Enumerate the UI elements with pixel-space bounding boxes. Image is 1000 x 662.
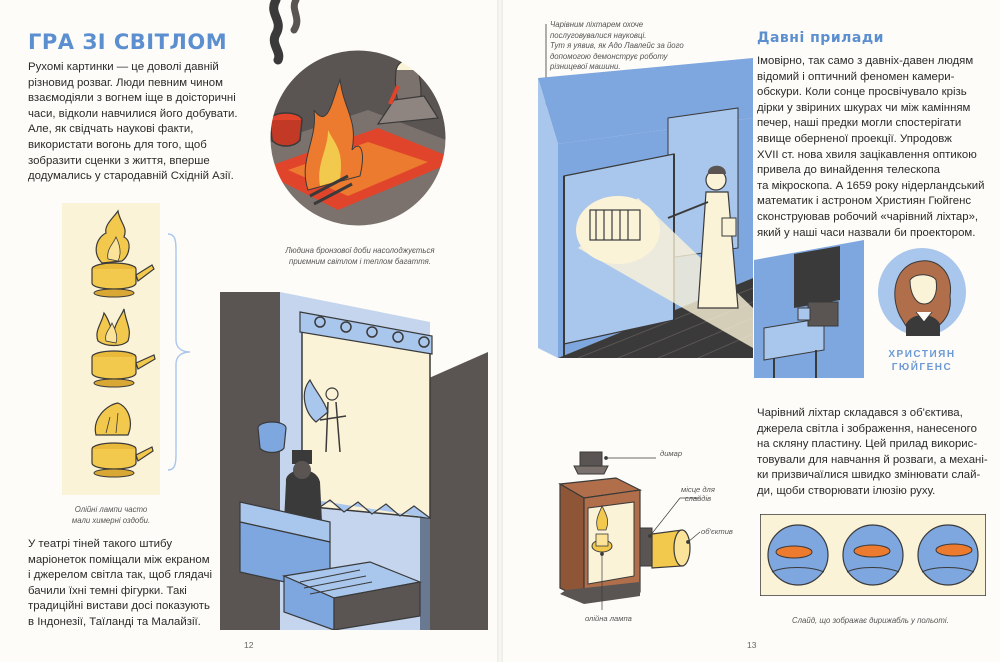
shadow-theatre-paragraph: У театрі тіней такого штибу маріонеток п…	[28, 537, 238, 631]
camera-obscura-paragraph: Імовірно, так само з давніх-давен людям …	[757, 54, 989, 241]
text-line: XVII ст. нова хвиля зацікавлення оптикою	[757, 148, 977, 161]
oil-lamp-icon	[91, 209, 155, 298]
text-line: математик і астроном Християн Гюйгенс	[757, 195, 972, 208]
text-line: часи, відколи навчилися його добувати.	[28, 107, 238, 120]
text-line: У театрі тіней такого штибу	[28, 538, 173, 550]
text-line: явище оберненої проекції. Упродовж	[757, 132, 952, 145]
page-title: ГРА ЗІ СВІТЛОМ	[28, 30, 228, 54]
text-line: відомий і оптичний феномен камери-	[757, 70, 955, 83]
label-oil-lamp: олійна лампа	[585, 614, 632, 623]
oil-lamps-panel	[62, 203, 160, 495]
label-line: слайдів	[684, 494, 712, 503]
text-line: зобразити сценки з життя, вперше	[28, 154, 210, 167]
text-line: і джерелом світла так, щоб глядачі	[28, 569, 213, 582]
bronze-age-illustration	[269, 0, 447, 227]
lovelace-lantern-illustration	[538, 58, 753, 358]
caption-line: Людина бронзової доби насолоджується	[285, 246, 435, 255]
text-line: взаємодіяли з вогнем іще в доісторичні	[28, 92, 236, 105]
text-line: різновид розваг. Люди певним чином	[28, 76, 223, 89]
text-line: додумались у стародавній Східній Азії.	[28, 170, 234, 183]
slide-frame	[917, 524, 979, 586]
text-line: та мікроскопа. А 1659 року нідерландськи…	[757, 179, 985, 192]
oil-lamps-illustration	[91, 209, 156, 478]
bracket-line	[167, 233, 191, 471]
text-line: на скляну пластину. Цей прилад викорис-	[757, 438, 978, 451]
huygens-lantern-illustration	[754, 240, 864, 378]
text-line: ди, щоби створювати ілюзію руху.	[757, 484, 936, 497]
text-line: дірки у звіриних шкурах чи між камінням	[757, 101, 971, 114]
slide-frame	[842, 524, 904, 586]
book-gutter	[497, 0, 503, 662]
bronze-caption: Людина бронзової доби насолоджується при…	[276, 246, 444, 267]
airship-slide-illustration	[760, 514, 986, 596]
name-line: ХРИСТИЯН	[888, 349, 956, 360]
lamps-caption: Олійні лампи часто мали химерні оздоби.	[50, 505, 172, 526]
slide-caption: Слайд, що зображає дирижабль у польоті.	[792, 616, 949, 625]
caption-line: приємним світлом і теплом багаття.	[289, 256, 431, 266]
text-line: сконструював робочий «чарівний ліхтар»,	[757, 210, 979, 223]
caption-line: мали химерні оздоби.	[71, 515, 151, 525]
label-slide-slot: місце для слайдів	[681, 485, 715, 503]
page-number-right: 13	[747, 640, 757, 650]
caption-line: допомогою демонструє роботу	[550, 51, 668, 61]
label-line: місце для	[681, 485, 715, 494]
text-line: привела до винайдення телескопа	[757, 164, 941, 177]
text-line: товували для навчання й розваги, а механ…	[757, 453, 988, 466]
oil-lamp-icon	[91, 308, 156, 388]
text-line: джерела світла і зображення, нанесеного	[757, 422, 977, 435]
text-line: маріонеток поміщали між екраном	[28, 553, 210, 566]
magic-lantern-paragraph: Чарівний ліхтар складався з об'єктива, д…	[757, 406, 989, 500]
section-subtitle: Давні прилади	[757, 30, 884, 46]
text-line: Імовірно, так само з давніх-давен людям	[757, 55, 974, 67]
shadow-theatre-illustration	[220, 292, 488, 630]
caption-line: Чарівним ліхтарем охоче	[550, 20, 644, 29]
intro-paragraph: Рухомі картинки — це доволі давній різно…	[28, 60, 253, 185]
text-line: Але, як свідчать наукові факти,	[28, 123, 194, 136]
text-line: використати вогонь для того, щоб	[28, 138, 207, 151]
lovelace-caption: Чарівним ліхтарем охоче послуговувалися …	[550, 20, 730, 73]
label-chimney: димар	[660, 449, 683, 458]
label-lens: об'єктив	[701, 527, 733, 536]
text-line: в Індонезії, Таїланді та Малайзії.	[28, 615, 201, 628]
huygens-portrait	[878, 248, 966, 336]
portrait-name: ХРИСТИЯН ГЮЙГЕНС	[872, 348, 972, 374]
caption-line: різницевої машини.	[550, 62, 621, 71]
name-line: ГЮЙГЕНС	[891, 362, 953, 373]
caption-line: Тут я уявив, як Адо Лавлейс за його	[550, 41, 684, 50]
text-line: печер, наші предки могли спостерігати	[757, 117, 962, 130]
slide-frame	[767, 524, 829, 586]
text-line: обскури. Коли сонце просвічувало крізь	[757, 86, 967, 99]
caption-line: Олійні лампи часто	[74, 505, 148, 514]
caption-line: послуговувалися науковці.	[550, 30, 647, 40]
page-number-left: 12	[244, 640, 254, 650]
text-line: Чарівний ліхтар складався з об'єктива,	[757, 407, 963, 419]
text-line: ки призвичаїлися швидко змінювати слай-	[757, 469, 981, 482]
oil-lamp-icon	[91, 402, 154, 478]
magic-lantern-diagram	[558, 451, 701, 610]
text-line: бачили їхні темні фігурки. Такі	[28, 584, 187, 597]
text-line: Рухомі картинки — це доволі давній	[28, 61, 219, 73]
text-line: традиційні вистави досі показують	[28, 600, 210, 613]
text-line: який у наші часи назвали би проектором.	[757, 226, 976, 239]
